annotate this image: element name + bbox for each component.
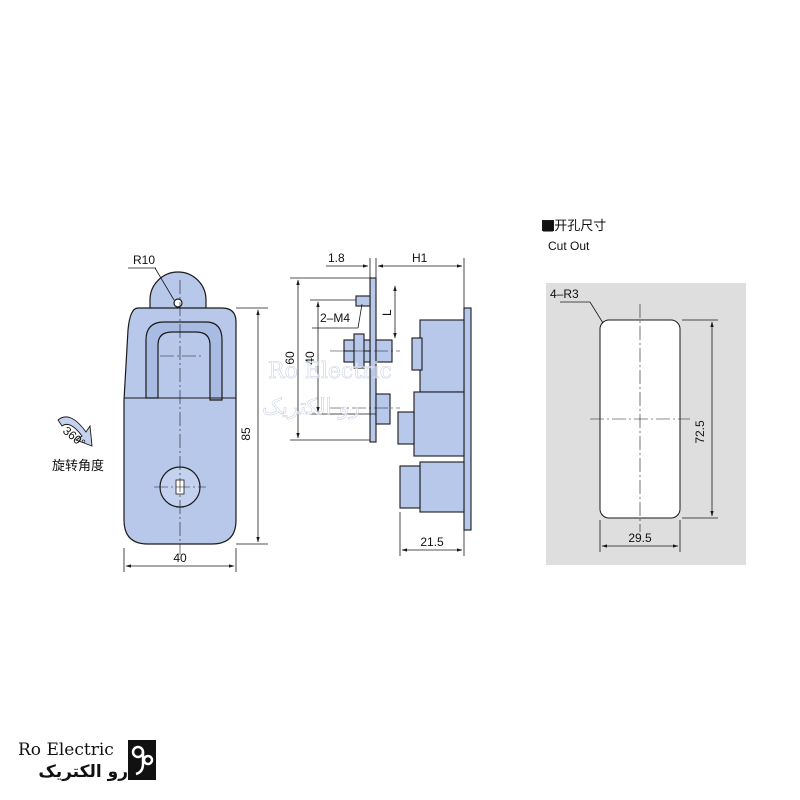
front-dimensions — [123, 267, 268, 572]
cutout-width-label: 29.5 — [628, 531, 652, 545]
lug-pin-hole — [173, 298, 183, 308]
height-60-label: 60 — [283, 351, 297, 365]
logo-text-en: Ro Electric — [18, 740, 114, 760]
radius-label: R10 — [133, 253, 155, 267]
corner-radius-label: 4–R3 — [550, 287, 579, 301]
watermark-text-fa: رو الکتریک — [262, 395, 360, 420]
l-label: L — [380, 309, 394, 316]
cutout-centerlines — [590, 304, 690, 532]
depth-label: 21.5 — [420, 535, 444, 549]
hinge-lug — [149, 271, 207, 311]
cutout-height-label: 72.5 — [693, 420, 707, 444]
ro-logo-mark-icon — [128, 740, 156, 780]
cutout-title-cn: ■开孔尺寸 — [542, 219, 606, 234]
rotation-arrow-icon — [57, 416, 93, 447]
h1-label: H1 — [412, 251, 428, 265]
cutout-panel — [546, 283, 746, 565]
side-view — [343, 277, 472, 531]
rotation-degree-label: 360° — [60, 424, 88, 451]
cylinder-housing — [419, 461, 465, 513]
rotation-caption: 旋转角度 — [52, 458, 104, 474]
cutout-title-en: Cut Out — [548, 239, 590, 253]
thickness-label: 1.8 — [328, 251, 345, 265]
middle-housing — [413, 391, 465, 457]
front-centerlines — [154, 280, 206, 555]
height-40-label: 40 — [303, 351, 317, 365]
screw-label: 2–M4 — [320, 311, 350, 325]
handle-recess — [145, 321, 223, 401]
upper-housing — [419, 319, 465, 393]
watermark-text-en: Ro Electric — [268, 359, 392, 384]
width-40-label: 40 — [173, 551, 187, 565]
cutout-dimensions — [560, 301, 718, 552]
side-dimensions — [290, 258, 465, 556]
logo-text-fa: رو الکتریک — [38, 762, 128, 782]
side-centerlines — [330, 350, 400, 409]
height-85-label: 85 — [239, 427, 253, 441]
cutout-bullet-icon — [542, 220, 554, 231]
